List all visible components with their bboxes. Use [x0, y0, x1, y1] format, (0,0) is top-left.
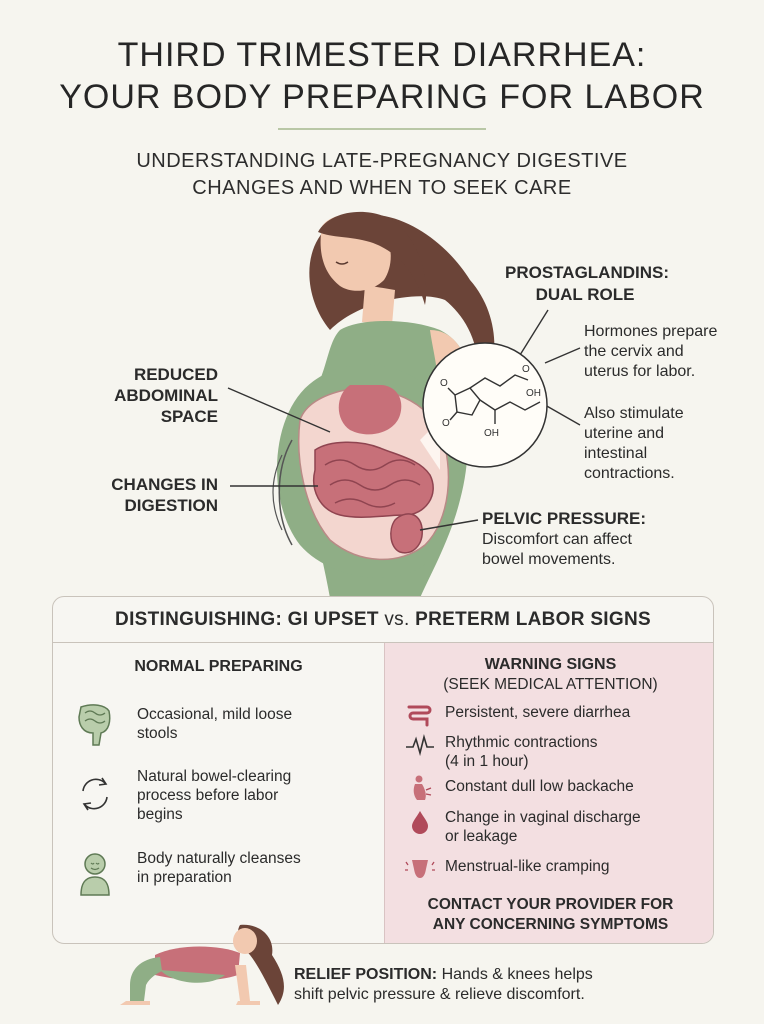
pregnancy-illustration: O O O OH OH REDUCED ABDOMINAL SPACE CHAN… — [111, 211, 718, 598]
prostaglandin-molecule-icon — [447, 374, 541, 424]
list-item: Menstrual-like cramping — [405, 857, 610, 881]
list-item: Natural bowel-clearing process before la… — [75, 768, 291, 824]
pregnant-woman-illustration — [227, 211, 581, 598]
digestion-label: CHANGES IN DIGESTION — [111, 475, 218, 515]
page-subtitle: UNDERSTANDING LATE-PREGNANCY DIGESTIVE C… — [0, 148, 764, 202]
list-item: Body naturally cleanses in preparation — [75, 850, 301, 899]
stimulate-text: Also stimulate uterine and intestinal co… — [584, 405, 684, 482]
molecule-magnifier — [422, 342, 548, 468]
molecule-label-o3: O — [522, 364, 530, 375]
pelvic-pressure-label: PELVIC PRESSURE: Discomfort can affect b… — [482, 509, 647, 568]
droplet-icon — [412, 811, 428, 834]
comparison-heading: DISTINGUISHING: GI UPSET vs. PRETERM LAB… — [53, 597, 713, 643]
warning-title: WARNING SIGNS — [484, 656, 617, 673]
page-title: THIRD TRIMESTER DIARRHEA: YOUR BODY PREP… — [0, 34, 764, 118]
title-line-2: YOUR BODY PREPARING FOR LABOR — [59, 78, 705, 116]
subtitle-line-1: UNDERSTANDING LATE-PREGNANCY DIGESTIVE — [136, 150, 628, 172]
contact-provider-note: CONTACT YOUR PROVIDER FOR ANY CONCERNING… — [427, 896, 674, 933]
cycle-arrows-icon — [82, 777, 108, 811]
molecule-label-o1: O — [440, 378, 448, 389]
list-item: Constant dull low backache — [405, 775, 634, 801]
comparison-panel: DISTINGUISHING: GI UPSET vs. PRETERM LAB… — [52, 596, 714, 944]
list-item: Occasional, mild loose stools — [75, 701, 292, 749]
prostaglandins-label: PROSTAGLANDINS: DUAL ROLE — [505, 263, 670, 304]
list-item: Persistent, severe diarrhea — [405, 703, 630, 727]
subtitle-line-2: CHANGES AND WHEN TO SEEK CARE — [192, 177, 572, 199]
cramp-icon — [405, 860, 435, 878]
molecule-label-oh1: OH — [526, 388, 541, 399]
hormones-text: Hormones prepare the cervix and uterus f… — [584, 323, 718, 380]
intestine-icon — [78, 704, 111, 746]
calm-person-icon — [80, 853, 110, 896]
normal-column: NORMAL PREPARING Occasional, mild loose … — [53, 643, 384, 943]
pulse-wave-icon — [406, 733, 434, 757]
list-item: Change in vaginal discharge or leakage — [405, 808, 641, 846]
warning-subtitle: (SEEK MEDICAL ATTENTION) — [443, 676, 658, 693]
title-divider — [278, 128, 486, 130]
relief-position-note: RELIEF POSITION: Hands & knees helps shi… — [294, 966, 593, 1003]
intestine-icon — [407, 705, 432, 727]
back-pain-icon — [413, 775, 432, 800]
title-line-1: THIRD TRIMESTER DIARRHEA: — [117, 36, 647, 74]
molecule-label-oh2: OH — [484, 428, 499, 439]
normal-title: NORMAL PREPARING — [134, 658, 303, 675]
hands-knees-figure-illustration — [120, 924, 284, 1005]
reduced-space-label: REDUCED ABDOMINAL SPACE — [114, 365, 218, 426]
warning-column: WARNING SIGNS (SEEK MEDICAL ATTENTION) P… — [384, 643, 713, 943]
molecule-label-o2: O — [442, 418, 450, 429]
list-item: Rhythmic contractions (4 in 1 hour) — [405, 733, 597, 771]
